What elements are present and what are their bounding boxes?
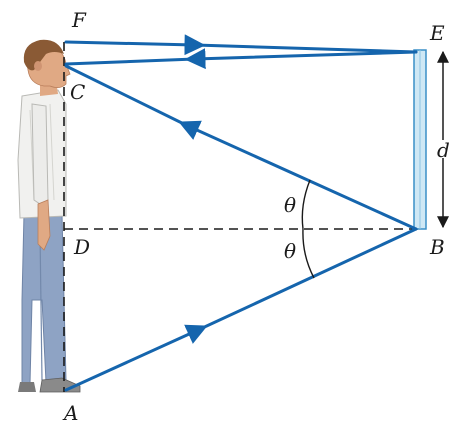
mirror — [413, 49, 427, 230]
label-B: B — [429, 235, 445, 259]
angle-arc-upper — [301, 179, 311, 230]
ray-A-B-seg2 — [196, 227, 418, 332]
label-F: F — [71, 8, 87, 32]
ray-E-C-seg1 — [184, 48, 418, 70]
person-hand — [37, 199, 51, 251]
angle-arc-lower — [302, 228, 315, 279]
label-A: A — [62, 401, 78, 425]
label-E: E — [429, 21, 445, 45]
label-C: C — [70, 80, 85, 104]
person-shoe-back — [18, 382, 36, 392]
ray-F-E-seg1 — [64, 34, 206, 56]
ray-A-B-seg1 — [64, 324, 208, 392]
label-D: D — [73, 235, 90, 259]
person-hair — [23, 39, 64, 71]
light-rays — [64, 34, 418, 392]
ray-E-C-seg2 — [64, 57, 197, 66]
ray-B-C-seg1 — [178, 120, 418, 231]
person-figure — [17, 39, 81, 393]
ray-F-E-seg2 — [193, 43, 418, 54]
person-arm — [31, 103, 49, 205]
label-theta-lower: θ — [284, 239, 296, 263]
ray-B-C-seg2 — [64, 64, 190, 128]
label-theta-upper: θ — [284, 193, 296, 217]
label-d: d — [437, 138, 450, 162]
